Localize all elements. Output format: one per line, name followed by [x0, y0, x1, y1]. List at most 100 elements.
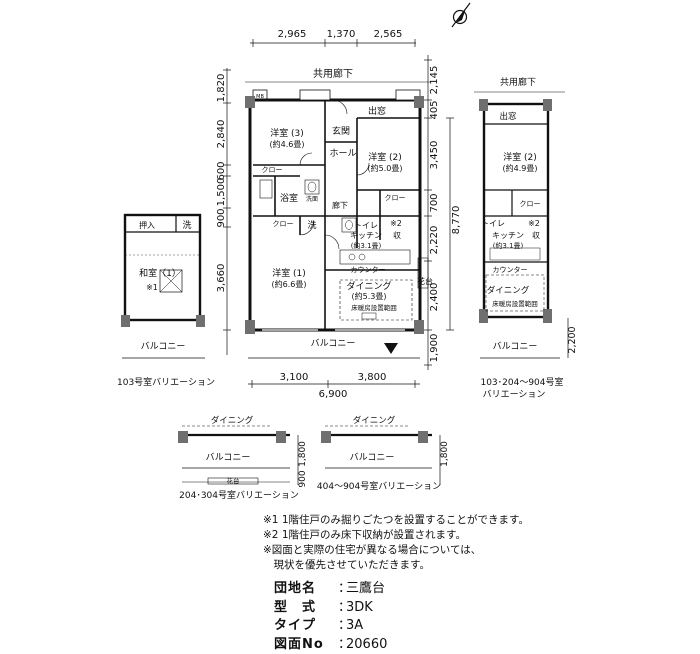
bath-label: 浴室 [280, 192, 298, 204]
mb-label: MB [256, 94, 264, 100]
var204-floor-heat: 床暖房設置範囲 [492, 299, 538, 308]
dim-bottom-1: 3,100 [280, 372, 309, 383]
var204-closet: クロー [520, 200, 541, 208]
dim-left-2: 2,840 [216, 120, 227, 149]
varA-dim-2: 900 [298, 470, 308, 487]
note-1: ※1 1階住戸のみ掘りごたつを設置することができます。 [263, 513, 529, 528]
dim-left-6: 3,660 [216, 264, 227, 293]
dim-right-2: 405 [429, 100, 440, 119]
variant-204-904: 共用廊下 2,200 出窓 洋室 (2) (約4.9畳) クロー トイレ ※2 … [474, 76, 578, 400]
var103-balcony: バルコニー [141, 341, 186, 352]
var204-closet-top: 出窓 [499, 111, 517, 122]
kitchen-label: キッチン [350, 231, 382, 240]
var204-kitchen: キッチン [492, 231, 524, 240]
dim-right-6: 2,220 [429, 226, 440, 255]
var204-dim: 2,200 [567, 326, 578, 353]
dining-size: (約5.3畳) [352, 291, 387, 301]
var204-balcony: バルコニー [493, 341, 538, 352]
entrance-label: 玄関 [332, 125, 350, 137]
note-3: ※図面と実際の住宅が異なる場合については、 [263, 543, 529, 558]
var204-caption-1: 103･204～904号室 [480, 376, 563, 388]
dim-bottom-2: 3,800 [358, 372, 387, 383]
var103-caption: 103号室バリエーション [117, 376, 215, 388]
variant-404-904: 1,800 ダイニング バルコニー 404～904号室バリエーション [317, 415, 450, 492]
info-key: 団地名 [274, 580, 338, 599]
varA-dim-1: 1,800 [298, 441, 308, 467]
var204-note2: ※2 [528, 219, 540, 228]
varB-caption: 404～904号室バリエーション [317, 480, 441, 492]
notes: ※1 1階住戸のみ掘りごたつを設置することができます。 ※2 1階住戸のみ床下収… [263, 513, 529, 573]
washroom-label: 洗面 [306, 195, 318, 203]
storage-label: 収 [393, 230, 401, 240]
dining-label: ダイニング [346, 280, 391, 292]
wash-label: 洗 [307, 219, 316, 231]
note-2: ※2 1階住戸のみ床下収納が設置されます。 [263, 528, 529, 543]
room-w2-size: (約5.0畳) [368, 163, 403, 173]
dim-top-3: 2,565 [374, 29, 403, 40]
bottom-dimension [248, 380, 420, 388]
closet-label-c: クロー [273, 220, 294, 228]
var103-washitsu: 和室（1） [139, 267, 181, 279]
main-plan: 共用廊下 MB [245, 67, 433, 358]
varA-dining: ダイニング [211, 415, 254, 426]
dim-bottom-total: 6,900 [319, 389, 348, 400]
info-key: タイプ [274, 617, 338, 636]
room-w2-label: 洋室 (2) [368, 151, 402, 163]
info-value: 20660 [346, 637, 387, 652]
info-row: 型 式：3DK [274, 599, 387, 618]
var204-corridor: 共用廊下 [500, 76, 536, 88]
info-value: 3A [346, 618, 363, 633]
var204-room-w2-size: (約4.9畳) [503, 163, 538, 173]
info-key: 図面No [274, 636, 338, 654]
room-w1-size: (約6.6畳) [272, 279, 307, 289]
dim-right-4: 700 [429, 193, 440, 212]
counter-label: カウンター [351, 265, 386, 274]
varB-balcony: バルコニー [350, 452, 395, 463]
var204-storage: 収 [532, 230, 540, 240]
toilet-label: トイレ [354, 221, 378, 230]
varA-caption: 204･304号室バリエーション [179, 489, 299, 501]
var204-toilet: トイレ [481, 219, 505, 228]
dim-right-1: 2,145 [429, 66, 440, 95]
note-4: 現状を優先させていただきます。 [263, 558, 529, 573]
info-value: 3DK [346, 600, 373, 615]
dim-left-1: 1,820 [216, 74, 227, 103]
hall-label: ホール [329, 148, 356, 159]
info-row: 図面No：20660 [274, 636, 387, 654]
variant-204-304: 1,800 900 ダイニング バルコニー 花台 204･304号室バリエーショ… [178, 415, 308, 501]
dim-right-7: 2,400 [429, 283, 440, 312]
closet-label-b: クロー [385, 194, 406, 202]
kitchen-size: (約3.1畳) [351, 241, 382, 250]
dim-right-3: 3,450 [429, 141, 440, 170]
info-value: 三鷹台 [346, 581, 385, 596]
room-w3-size: (約4.6畳) [270, 139, 305, 149]
variant-103: 押入 洗 和室（1） ※1 バルコニー 103号室バリエーション [117, 215, 215, 388]
hallway-label: 廊下 [332, 200, 348, 210]
balcony-label: バルコニー [311, 338, 356, 349]
info-key: 型 式 [274, 599, 338, 618]
floor-heat-label: 床暖房設置範囲 [351, 303, 397, 312]
info-row: 団地名：三鷹台 [274, 580, 387, 599]
room-w1-label: 洋室 (1) [272, 267, 306, 279]
dim-left-4: 1,500 [216, 178, 227, 207]
varA-flower: 花台 [227, 476, 240, 485]
info-row: タイプ：3A [274, 617, 387, 636]
closet-label-a: クロー [262, 166, 283, 174]
varB-dining: ダイニング [353, 415, 396, 426]
var204-room-w2: 洋室 (2) [503, 151, 537, 163]
varB-dim: 1,800 [440, 441, 450, 467]
plan-info: 団地名：三鷹台 型 式：3DK タイプ：3A 図面No：20660 [274, 580, 387, 654]
flower-label: 花台 [417, 276, 433, 286]
var103-oshiire: 押入 [139, 220, 155, 230]
room-w3-label: 洋室 (3) [270, 127, 304, 139]
var204-caption-2: バリエーション [483, 389, 546, 400]
dim-left-5: 900 [216, 208, 227, 227]
dim-top-2: 1,370 [327, 29, 356, 40]
var204-kitchen-size: (約3.1畳) [493, 241, 524, 250]
dim-top-1: 2,965 [278, 29, 307, 40]
top-dimension [250, 39, 416, 47]
dim-right-5: 8,770 [451, 206, 462, 235]
var204-counter: カウンター [493, 265, 528, 274]
note2-label: ※2 [390, 219, 402, 228]
north-arrow-icon [452, 3, 470, 27]
